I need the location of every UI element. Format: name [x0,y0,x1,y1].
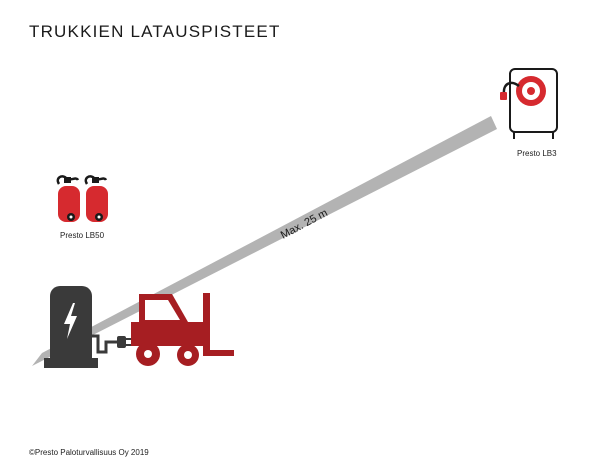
hose-reel-label: Presto LB3 [517,149,557,158]
fire-extinguisher-icon [56,175,80,222]
extinguisher-label: Presto LB50 [60,231,105,240]
fire-hose-reel-icon [500,68,558,139]
plug-icon [117,336,131,348]
charging-station-icon [44,286,118,368]
range-path-band [32,116,497,366]
fire-extinguisher-icon [84,175,108,222]
lightning-bolt-icon [64,303,77,339]
forklift-icon [131,293,234,366]
copyright-footer: ©Presto Paloturvallisuus Oy 2019 [29,448,149,457]
page-title: TRUKKIEN LATAUSPISTEET [29,22,281,41]
